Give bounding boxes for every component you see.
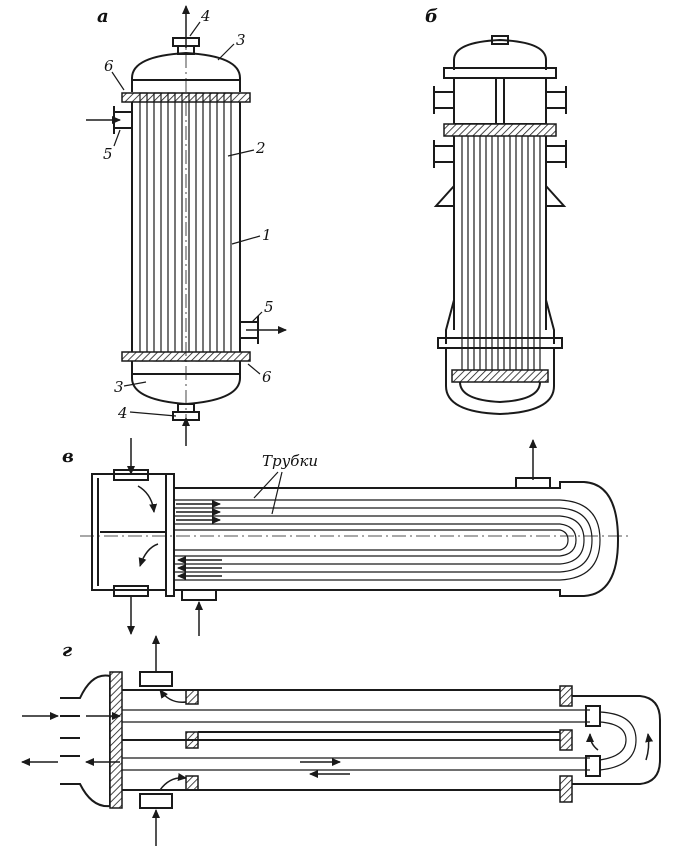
return-bend-bottom <box>585 755 601 777</box>
floating-head <box>459 381 541 404</box>
callout-6-top: 6 <box>104 57 114 75</box>
panel-a-label: а <box>97 6 109 27</box>
top-cap-flange <box>443 67 557 79</box>
u-tube-sheet <box>165 473 175 597</box>
support-left <box>433 185 455 207</box>
callout-4-top: 4 <box>200 7 211 25</box>
u-tube-bundle <box>174 499 601 581</box>
distribution-chamber <box>453 77 547 125</box>
panel-b-label: б <box>425 6 438 27</box>
floating-tube-bundle <box>461 136 541 370</box>
callout-1: 1 <box>262 226 272 244</box>
return-bend-housing <box>572 695 661 785</box>
callout-5-right: 5 <box>264 298 274 316</box>
u-shell <box>174 481 620 597</box>
top-cap <box>453 38 547 70</box>
callout-3-bottom: 3 <box>114 378 124 396</box>
callout-3-top: 3 <box>236 31 246 49</box>
partition-plate <box>495 77 505 125</box>
left-distributor <box>60 674 111 808</box>
annulus-outlet-nozzle <box>139 671 173 687</box>
top-head <box>131 51 241 92</box>
callout-4-bottom: 4 <box>117 404 128 422</box>
callout-6-bottom: 6 <box>262 368 272 386</box>
return-bend-top <box>585 705 601 727</box>
panel-v-u-tube-exchanger: в <box>62 438 630 636</box>
bottom-cover <box>445 348 555 416</box>
tubes-caption: Трубки <box>262 452 318 470</box>
left-tube-sheet <box>109 671 123 809</box>
support-right <box>545 185 567 207</box>
panel-v-label: в <box>62 446 74 467</box>
fixed-tube-sheet <box>443 123 557 137</box>
callout-5-left: 5 <box>103 145 113 163</box>
tube-bundle <box>139 92 232 362</box>
panel-g-label: г <box>62 640 72 661</box>
annulus-inlet-nozzle <box>139 793 173 809</box>
bottom-shell-flange <box>437 337 563 349</box>
callout-2: 2 <box>255 139 266 157</box>
panel-g-double-pipe-exchanger: г <box>21 635 661 846</box>
floating-tube-sheet <box>451 369 549 383</box>
panel-a-vertical-exchanger: а <box>86 5 287 446</box>
panel-b-floating-head-exchanger: б <box>425 6 567 416</box>
